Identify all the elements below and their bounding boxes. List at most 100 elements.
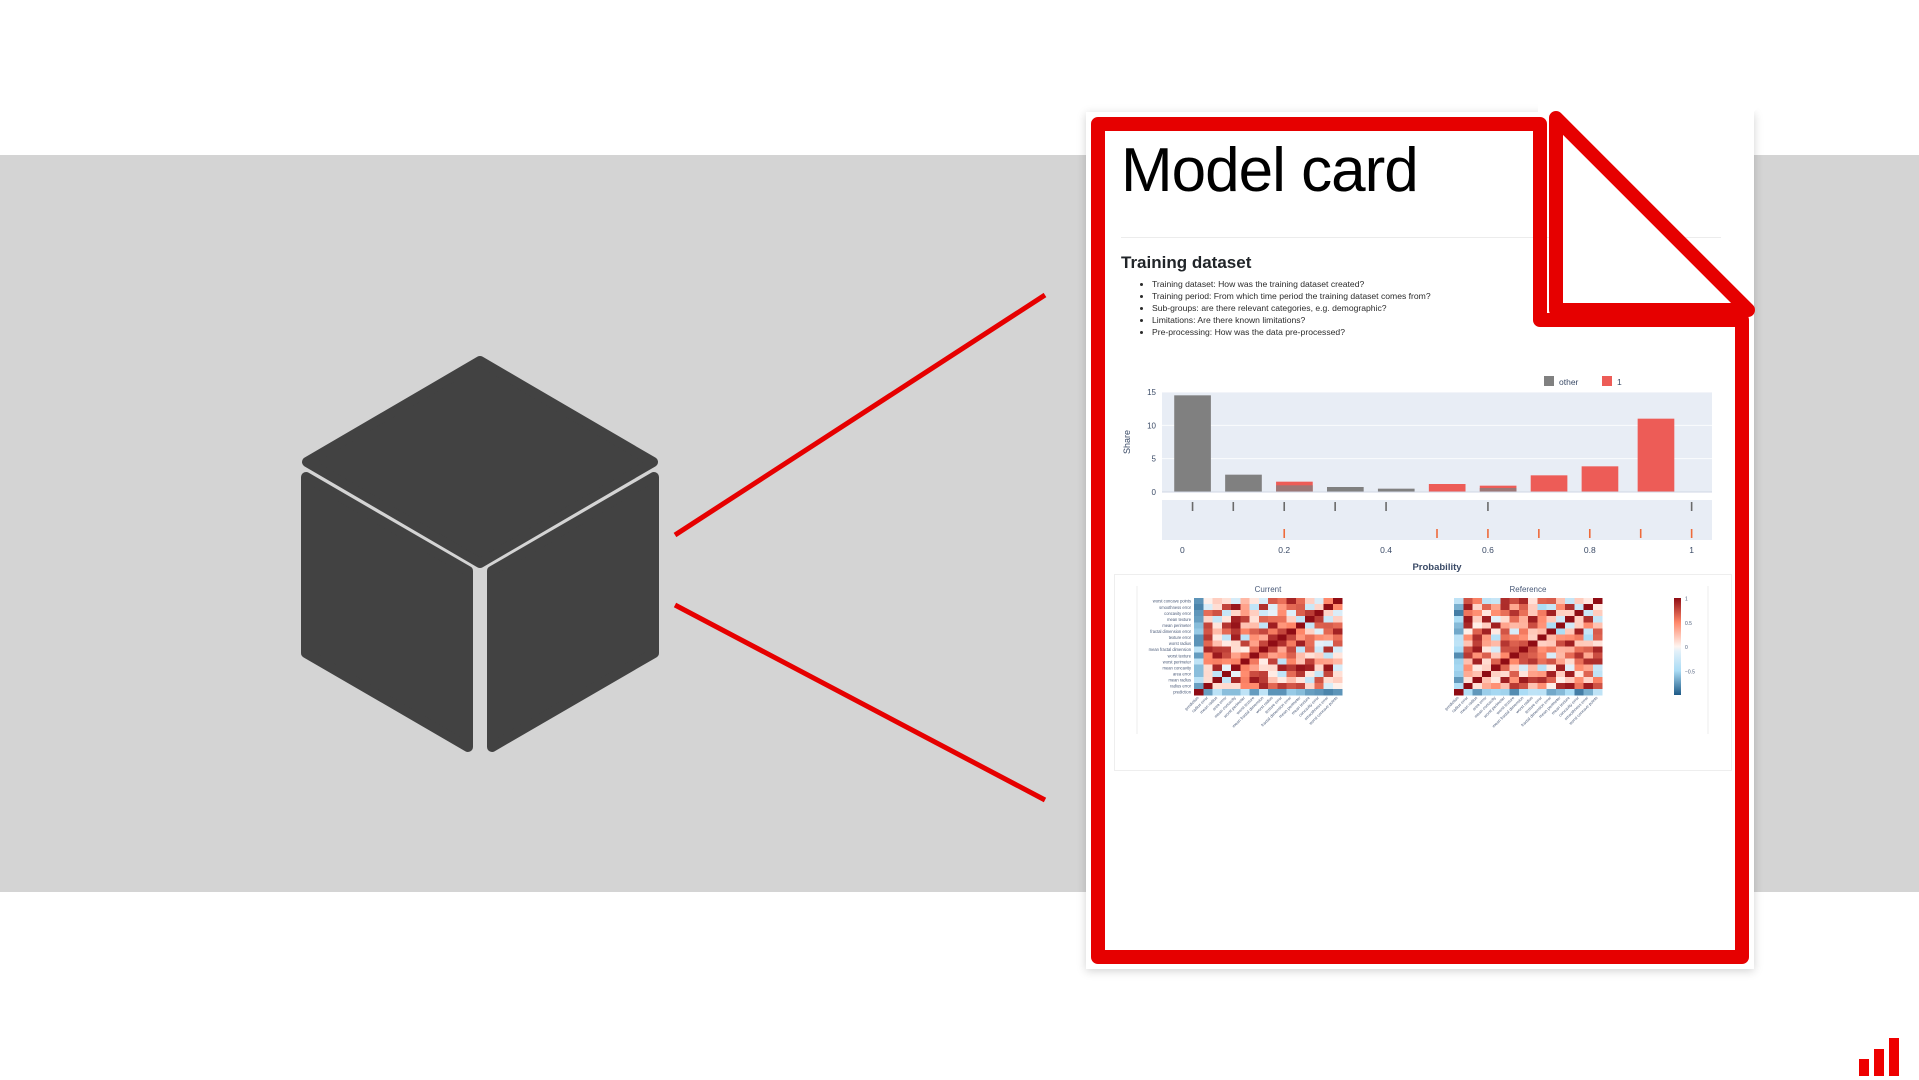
x-tick-label: 0.2 [1278, 545, 1290, 555]
heatmap-cell [1194, 658, 1204, 666]
bar-class-other[interactable] [1327, 487, 1364, 492]
heatmap-cell [1258, 634, 1269, 641]
heatmap-cell [1481, 628, 1492, 635]
heatmap-cell [1546, 658, 1557, 666]
heatmap-cell [1332, 646, 1343, 653]
heatmap-cell [1463, 646, 1473, 653]
heatmap-cell [1583, 616, 1594, 623]
heatmap-cell [1583, 598, 1594, 605]
heatmap-cell [1592, 670, 1603, 678]
heatmap-cell [1454, 646, 1464, 653]
heatmap-cell [1472, 682, 1483, 690]
heatmap-cell [1528, 658, 1538, 666]
heatmap-cell [1454, 616, 1464, 623]
heatmap-cell [1286, 676, 1297, 684]
heatmap-cell [1221, 610, 1232, 617]
heatmap-cell [1472, 664, 1483, 672]
heatmap-cell [1500, 634, 1510, 641]
heatmap-cell [1565, 652, 1575, 660]
heatmap-cell [1194, 628, 1204, 635]
heatmap-cell [1221, 676, 1232, 684]
heatmap-cell [1472, 688, 1483, 696]
heatmap-cell [1509, 604, 1520, 611]
heatmap-cell [1481, 664, 1492, 672]
heatmap-cell [1295, 616, 1306, 623]
heatmap-cell [1249, 634, 1260, 641]
heatmap-cell [1221, 622, 1232, 629]
heatmap-cell [1258, 646, 1269, 653]
heatmap-cell [1565, 676, 1575, 684]
heatmap-cell [1194, 676, 1204, 684]
bar-class-other[interactable] [1225, 474, 1262, 492]
bar-class-1[interactable] [1428, 484, 1466, 492]
y-axis-title: Share [1122, 430, 1132, 454]
heatmap-cell [1268, 670, 1278, 678]
heatmap-cell [1295, 670, 1306, 678]
heatmap-cell [1509, 634, 1520, 641]
heatmap-cell [1314, 640, 1324, 647]
heatmap-cell [1491, 664, 1501, 672]
heatmap-cell [1491, 652, 1501, 660]
heatmap-cell [1231, 628, 1241, 635]
list-item: Training period: From which time period … [1152, 290, 1431, 302]
heatmap-cell [1565, 646, 1575, 653]
heatmap-cell [1212, 670, 1223, 678]
colorbar-tick-label: 0 [1685, 645, 1688, 651]
heatmap-cell [1323, 640, 1334, 647]
y-tick-label: 10 [1147, 421, 1156, 430]
heatmap-cell [1555, 622, 1566, 629]
heatmap-cell [1574, 670, 1584, 678]
heatmap-cell [1555, 682, 1566, 690]
legend-label: other [1559, 377, 1579, 387]
heatmap-cell [1323, 682, 1334, 690]
heatmap-cell [1268, 640, 1278, 647]
heatmap-cell [1546, 634, 1557, 641]
x-tick-label: 0.6 [1482, 545, 1494, 555]
heatmap-cell [1463, 688, 1473, 696]
bar-class-1[interactable] [1530, 475, 1568, 492]
heatmap-cell [1221, 664, 1232, 672]
bar-class-other[interactable] [1479, 488, 1517, 492]
heatmap-cell [1500, 610, 1510, 617]
heatmap-cell [1583, 658, 1594, 666]
heatmap-cell [1295, 598, 1306, 605]
heatmap-cell [1565, 688, 1575, 696]
heatmap-cell [1583, 688, 1594, 696]
heatmap-cell [1203, 634, 1213, 641]
heatmap-cell [1314, 646, 1324, 653]
bar-class-1[interactable] [1581, 466, 1619, 492]
model-card-document[interactable]: Model card Training dataset Training dat… [1078, 104, 1762, 977]
heatmap-cell [1491, 634, 1501, 641]
heatmap-cell [1277, 670, 1287, 678]
heatmap-cell [1491, 646, 1501, 653]
heatmap-cell [1323, 604, 1334, 611]
heatmap-cell [1592, 682, 1603, 690]
heatmap-cell [1277, 688, 1287, 696]
colorbar-tick-label: 1 [1685, 597, 1688, 603]
heatmap-cell [1258, 604, 1269, 611]
heatmap-cell [1231, 610, 1241, 617]
heatmap-cell [1268, 622, 1278, 629]
heatmap-cell [1574, 640, 1584, 647]
bar-class-1[interactable] [1637, 418, 1675, 492]
bar-class-other[interactable] [1174, 395, 1211, 492]
heatmap-cell [1528, 634, 1538, 641]
heatmap-cell [1463, 634, 1473, 641]
heatmap-cell [1295, 652, 1306, 660]
heatmap-cell [1546, 664, 1557, 672]
heatmap-cell [1231, 670, 1241, 678]
heatmap-cell [1277, 598, 1287, 605]
heatmap-cell [1509, 682, 1520, 690]
heatmap-cell [1295, 610, 1306, 617]
heatmap-cell [1500, 628, 1510, 635]
bar-class-other[interactable] [1276, 485, 1313, 492]
heatmap-cell [1537, 622, 1547, 629]
heatmap-cell [1574, 676, 1584, 684]
heatmap-cell [1258, 616, 1269, 623]
heatmap-y-label: worst concave points [1153, 599, 1191, 604]
heatmap-cell [1537, 688, 1547, 696]
